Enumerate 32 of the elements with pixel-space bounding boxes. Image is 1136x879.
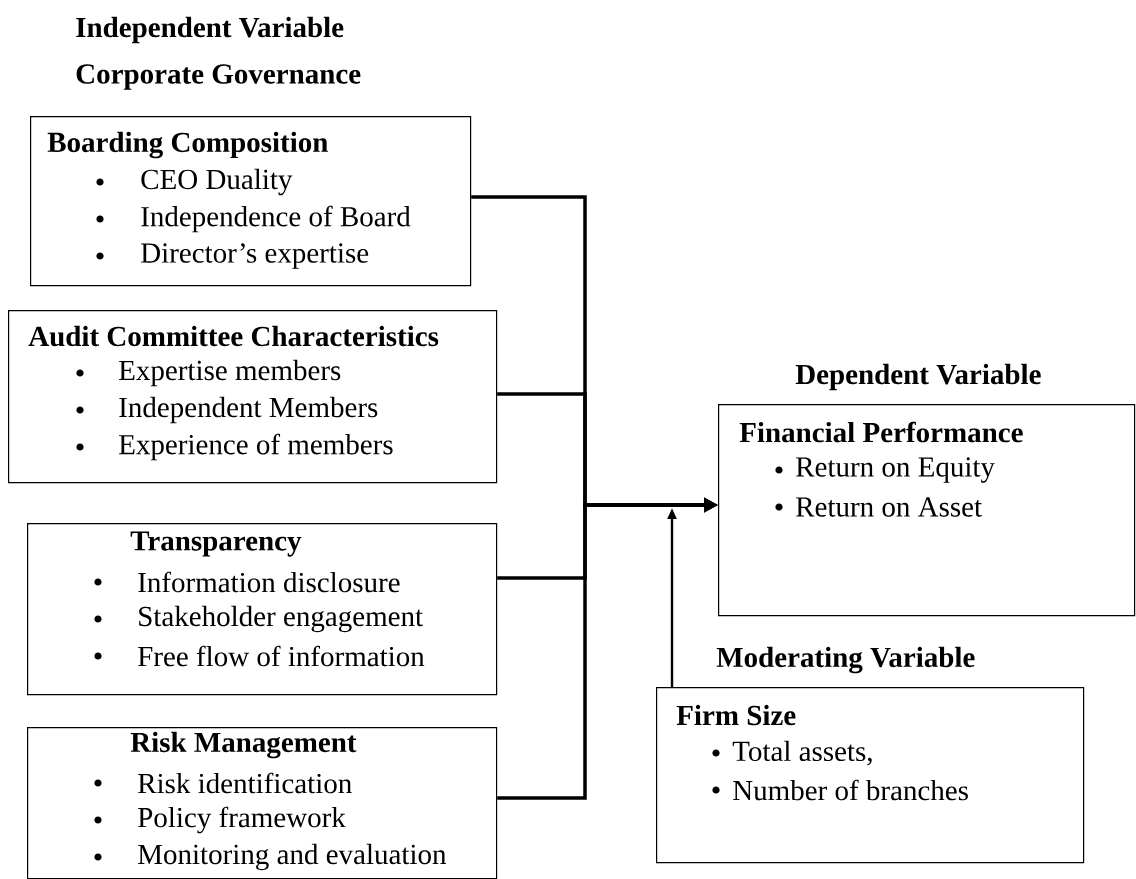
variable-box [27,523,498,696]
bullet-item: Number of branches [733,779,968,801]
variable-box [718,363,1136,617]
bullet-item: Free flow of information [138,645,425,667]
box-heading: Firm Size [676,704,796,726]
box-heading: Transparency [130,531,302,557]
variable-box [30,116,472,287]
bullet-item: Policy framework [138,806,346,834]
box-heading: Moderating Variable [716,646,975,674]
box-heading: Boarding Composition [47,131,328,159]
bullet-item: Independent Members [119,396,378,424]
variable-box [27,727,498,879]
variable-box [8,310,498,484]
section-heading: Independent Variable [76,16,344,44]
box-heading: Audit Committee Characteristics [28,325,439,347]
bullet-item: Total assets, [732,740,872,766]
bullet-item: CEO Duality [141,168,293,196]
variable-box [656,646,1085,864]
bullet-item: Risk identification [138,772,352,794]
bullet-item: Director’s expertise [141,243,369,269]
bullet-item: Return on Equity [796,457,995,483]
box-heading: Financial Performance [739,421,1023,443]
bullet-item: Return on Asset [796,497,982,517]
bullet-item: Information disclosure [138,571,400,593]
bullet-item: Independence of Board [141,205,411,233]
section-heading: Corporate Governance [76,64,361,90]
bullet-item: Monitoring and evaluation [138,843,447,871]
bullet-item: Experience of members [119,433,393,461]
box-heading: Dependent Variable [795,363,1041,391]
box-heading: Risk Management [130,731,357,759]
bullet-item: Expertise members [119,359,341,387]
bullet-item: Stakeholder engagement [139,605,423,633]
